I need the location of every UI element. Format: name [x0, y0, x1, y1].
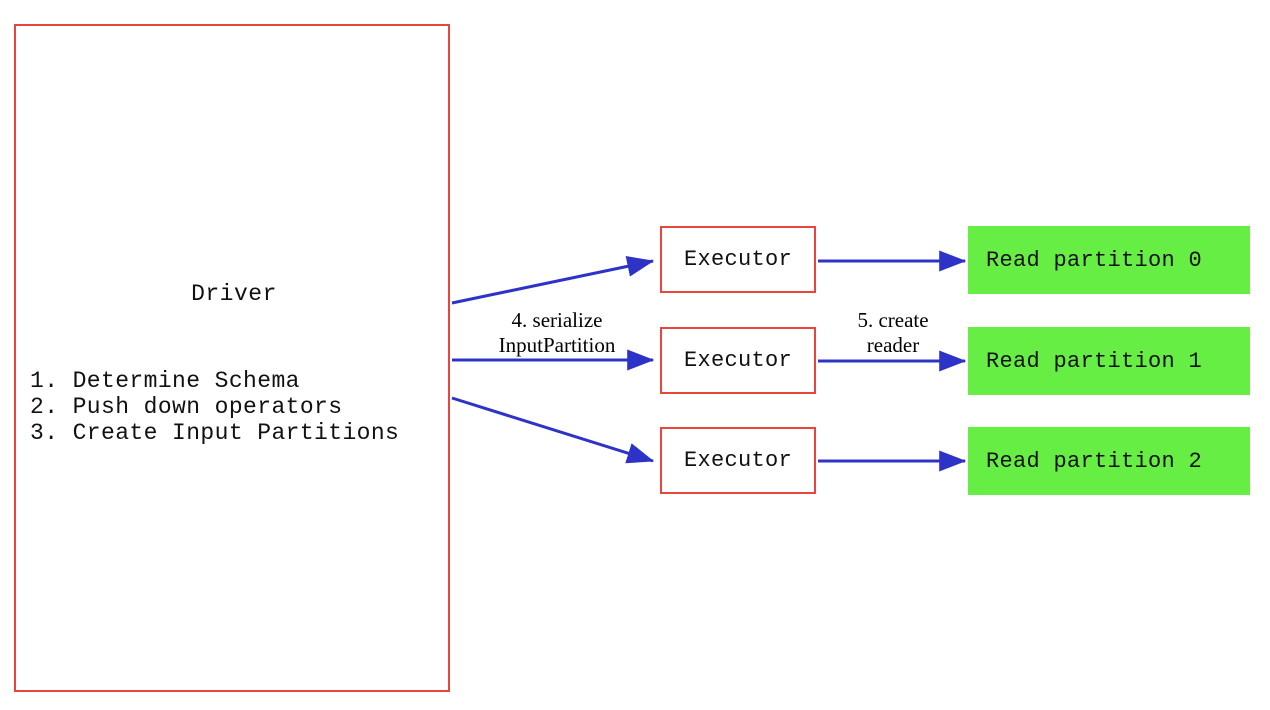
partition-label-0: Read partition 0 — [986, 247, 1203, 273]
executor-box-0: Executor — [660, 226, 816, 293]
executor-label-1: Executor — [683, 348, 793, 373]
partition-label-2: Read partition 2 — [986, 448, 1203, 474]
edge-label-create-reader: 5. create reader — [857, 308, 929, 357]
driver-step-1: 1. Determine Schema — [30, 368, 300, 394]
driver-title: Driver — [191, 281, 277, 307]
executor-box-2: Executor — [660, 427, 816, 494]
edge-label-serialize: 4. serialize InputPartition — [498, 308, 616, 357]
partition-box-2: Read partition 2 — [968, 427, 1250, 495]
arrow-driver-to-executor-2 — [451, 396, 655, 464]
driver-step-2: 2. Push down operators — [30, 394, 343, 420]
driver-step-3: 3. Create Input Partitions — [30, 420, 400, 446]
executor-box-1: Executor — [660, 327, 816, 394]
executor-label-0: Executor — [683, 247, 793, 272]
arrow-driver-to-executor-0 — [451, 255, 655, 305]
driver-step-list: 1. Determine Schema 2. Push down operato… — [30, 368, 450, 446]
partition-label-1: Read partition 1 — [986, 348, 1203, 374]
partition-box-1: Read partition 1 — [968, 327, 1250, 395]
executor-label-2: Executor — [683, 448, 793, 473]
driver-box: Driver 1. Determine Schema 2. Push down … — [14, 24, 450, 692]
partition-box-0: Read partition 0 — [968, 226, 1250, 294]
